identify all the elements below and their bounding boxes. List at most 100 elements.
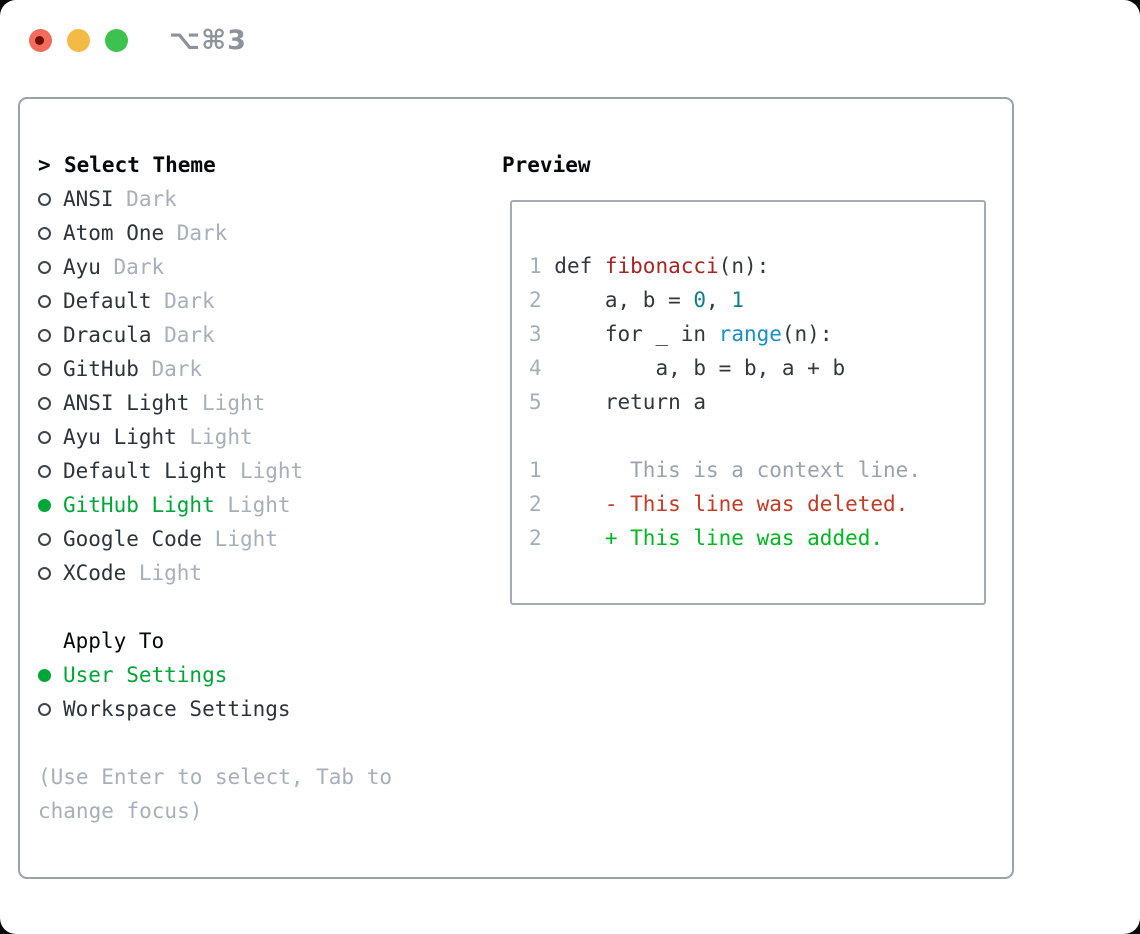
radio-icon	[38, 532, 51, 546]
select-theme-label: Select Theme	[64, 153, 216, 177]
theme-item-label: XCode	[63, 561, 127, 585]
theme-variant-tag: Dark	[176, 221, 228, 245]
line-number: 2	[529, 288, 542, 312]
titlebar: ⌥⌘3	[29, 25, 247, 56]
theme-item[interactable]: Ayu Light Light	[38, 420, 502, 454]
close-active-dot-icon	[35, 36, 44, 45]
radio-icon	[38, 396, 51, 410]
theme-item-label: GitHub	[63, 357, 139, 381]
radio-icon	[38, 294, 51, 308]
radio-icon	[38, 192, 51, 206]
hint-text: (Use Enter to select, Tab to change focu…	[38, 765, 393, 823]
radio-icon	[38, 260, 51, 274]
code-line: 5 return a	[529, 385, 984, 419]
theme-item[interactable]: Default Light Light	[38, 454, 502, 488]
theme-item-label: Ayu	[63, 255, 101, 279]
code-segment: - This line was deleted.	[541, 492, 909, 516]
theme-variant-tag: Light	[138, 561, 203, 585]
radio-icon	[38, 362, 51, 376]
theme-item[interactable]: GitHub Dark	[38, 352, 502, 386]
line-number: 5	[529, 390, 542, 414]
apply-option[interactable]: Workspace Settings	[38, 692, 502, 726]
code-segment: a, b = b, a + b	[541, 356, 846, 380]
code-line: 3 for _ in range(n):	[529, 317, 984, 351]
code-segment: (n):	[781, 322, 833, 346]
theme-item[interactable]: GitHub Light Light	[38, 488, 502, 522]
apply-option[interactable]: User Settings	[38, 658, 502, 692]
code-segment: return a	[541, 390, 707, 414]
code-segment: a, b =	[541, 288, 694, 312]
theme-item[interactable]: XCode Light	[38, 556, 502, 590]
code-segment: for _ in	[541, 322, 719, 346]
close-button[interactable]	[29, 29, 52, 52]
radio-icon	[38, 226, 51, 240]
theme-item-label: ANSI	[63, 187, 114, 211]
theme-item-label: Google Code	[63, 527, 203, 551]
radio-icon	[38, 566, 51, 580]
theme-item-label: Atom One	[63, 221, 165, 245]
radio-icon	[38, 464, 51, 478]
code-line: 1 This is a context line.	[529, 453, 984, 487]
theme-item-label: Ayu Light	[63, 425, 177, 449]
radio-selected-icon	[38, 668, 51, 682]
theme-item[interactable]: ANSI Light Light	[38, 386, 502, 420]
preview-column: Preview 1 def fibonacci(n):2 a, b = 0, 1…	[502, 148, 1002, 828]
window-title: ⌥⌘3	[169, 25, 247, 56]
theme-item[interactable]: Default Dark	[38, 284, 502, 318]
theme-variant-tag: Dark	[164, 323, 215, 347]
code-line: 1 def fibonacci(n):	[529, 249, 984, 283]
code-segment: def	[541, 254, 605, 278]
theme-variant-tag: Light	[239, 459, 304, 483]
theme-item[interactable]: Atom One Dark	[38, 216, 502, 250]
line-number: 3	[529, 322, 542, 346]
theme-item[interactable]: Google Code Light	[38, 522, 502, 556]
line-number: 1	[529, 458, 542, 482]
code-segment: range	[718, 322, 782, 346]
theme-variant-tag: Dark	[151, 357, 203, 381]
code-line: 4 a, b = b, a + b	[529, 351, 984, 385]
apply-option-label: Workspace Settings	[63, 697, 291, 721]
radio-icon	[38, 702, 51, 716]
theme-item-label: GitHub Light	[63, 493, 215, 517]
minimize-button[interactable]	[67, 29, 90, 52]
blank-line	[529, 419, 984, 453]
code-segment: (n):	[718, 254, 770, 278]
line-number: 1	[529, 254, 542, 278]
zoom-button[interactable]	[105, 29, 128, 52]
radio-selected-icon	[38, 498, 51, 512]
code-segment: fibonacci	[604, 254, 719, 278]
theme-item[interactable]: Ayu Dark	[38, 250, 502, 284]
apply-to-header: Apply To	[63, 629, 165, 653]
code-segment: This is a context line.	[541, 458, 921, 482]
theme-variant-tag: Light	[214, 527, 278, 551]
code-line: 2 a, b = 0, 1	[529, 283, 984, 317]
radio-icon	[38, 430, 51, 444]
theme-variant-tag: Light	[189, 425, 253, 449]
theme-variant-tag: Dark	[164, 289, 215, 313]
theme-item-label: Default	[63, 289, 152, 313]
theme-item-label: ANSI Light	[63, 391, 190, 415]
line-number: 2	[529, 492, 542, 516]
code-line: 2 + This line was added.	[529, 521, 984, 555]
code-segment: ,	[706, 288, 732, 312]
theme-item[interactable]: ANSI Dark	[38, 182, 502, 216]
apply-option-label: User Settings	[63, 663, 228, 687]
theme-variant-tag: Dark	[113, 255, 165, 279]
code-segment: + This line was added.	[541, 526, 884, 550]
code-segment: 1	[731, 288, 744, 312]
theme-variant-tag: Dark	[126, 187, 177, 211]
code-segment: 0	[693, 288, 707, 312]
radio-icon	[38, 328, 51, 342]
theme-variant-tag: Light	[227, 493, 291, 517]
theme-variant-tag: Light	[202, 391, 266, 415]
theme-item-label: Default Light	[63, 459, 228, 483]
select-theme-header: >Select Theme	[38, 148, 502, 182]
line-number: 2	[529, 526, 542, 550]
preview-header: Preview	[502, 153, 591, 177]
